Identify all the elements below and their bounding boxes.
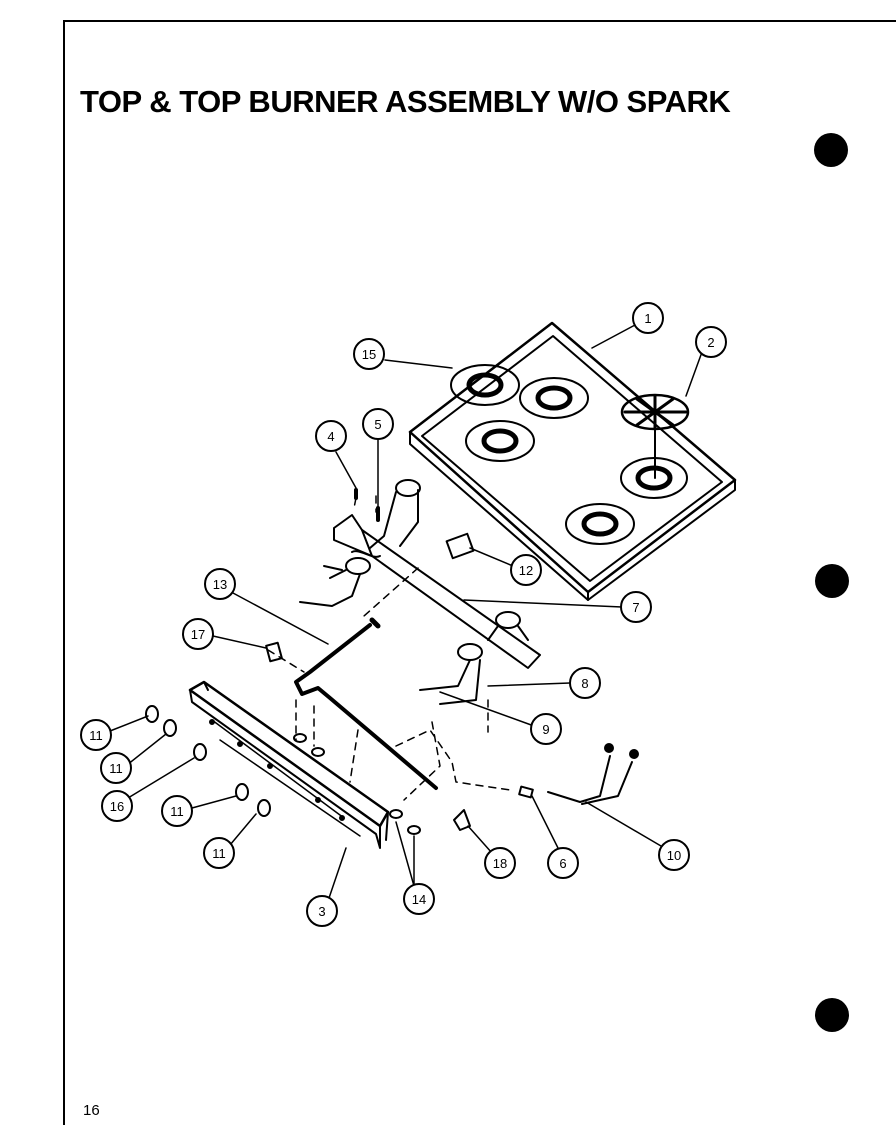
callout-5: 5 [362, 408, 394, 440]
valve-parts [293, 733, 421, 835]
svg-text:3: 3 [318, 904, 325, 919]
callout-17: 17 [182, 618, 214, 650]
svg-text:15: 15 [362, 347, 376, 362]
callout-12: 12 [510, 554, 542, 586]
control-panel-part [188, 680, 390, 849]
callout-10: 10 [658, 839, 690, 871]
sheet-border-left [63, 20, 65, 1125]
svg-text:13: 13 [213, 577, 227, 592]
svg-text:11: 11 [170, 804, 184, 819]
binder-hole-bottom [815, 998, 849, 1032]
svg-text:8: 8 [581, 676, 588, 691]
callout-6: 6 [547, 847, 579, 879]
burner-bracket-assembly [265, 479, 639, 831]
svg-text:18: 18 [493, 856, 507, 871]
svg-text:12: 12 [519, 563, 533, 578]
svg-text:14: 14 [412, 892, 426, 907]
svg-text:11: 11 [89, 728, 103, 743]
svg-text:5: 5 [374, 417, 381, 432]
svg-text:17: 17 [191, 627, 205, 642]
svg-text:10: 10 [667, 848, 681, 863]
callout-1: 1 [632, 302, 664, 334]
callout-16: 16 [101, 790, 133, 822]
knob-parts [145, 705, 271, 817]
svg-text:9: 9 [542, 722, 549, 737]
leader-lines [109, 324, 703, 902]
callout-11-a: 11 [80, 719, 112, 751]
svg-text:2: 2 [707, 335, 714, 350]
callout-15: 15 [353, 338, 385, 370]
callout-11-c: 11 [161, 795, 193, 827]
callout-4: 4 [315, 420, 347, 452]
callout-8: 8 [569, 667, 601, 699]
svg-text:4: 4 [327, 429, 334, 444]
page-number: 16 [83, 1102, 100, 1119]
callout-14: 14 [403, 883, 435, 915]
sheet-border-top [63, 20, 896, 22]
callout-9: 9 [530, 713, 562, 745]
svg-text:6: 6 [559, 856, 566, 871]
svg-text:16: 16 [110, 799, 124, 814]
callout-11-b: 11 [100, 752, 132, 784]
callout-7: 7 [620, 591, 652, 623]
binder-hole-middle [815, 564, 849, 598]
svg-text:11: 11 [212, 846, 226, 861]
callout-2: 2 [695, 326, 727, 358]
svg-text:1: 1 [644, 311, 651, 326]
svg-text:11: 11 [109, 761, 123, 776]
callout-13: 13 [204, 568, 236, 600]
page-title: TOP & TOP BURNER ASSEMBLY W/O SPARK [80, 84, 731, 119]
callout-11-d: 11 [203, 837, 235, 869]
svg-text:7: 7 [632, 600, 639, 615]
binder-hole-top [814, 133, 848, 167]
cooktop-part [408, 321, 737, 601]
callout-18: 18 [484, 847, 516, 879]
callout-3: 3 [306, 895, 338, 927]
callout-balloons: 1 2 15 4 5 12 7 13 17 8 9 11 11 16 11 11… [80, 302, 727, 927]
